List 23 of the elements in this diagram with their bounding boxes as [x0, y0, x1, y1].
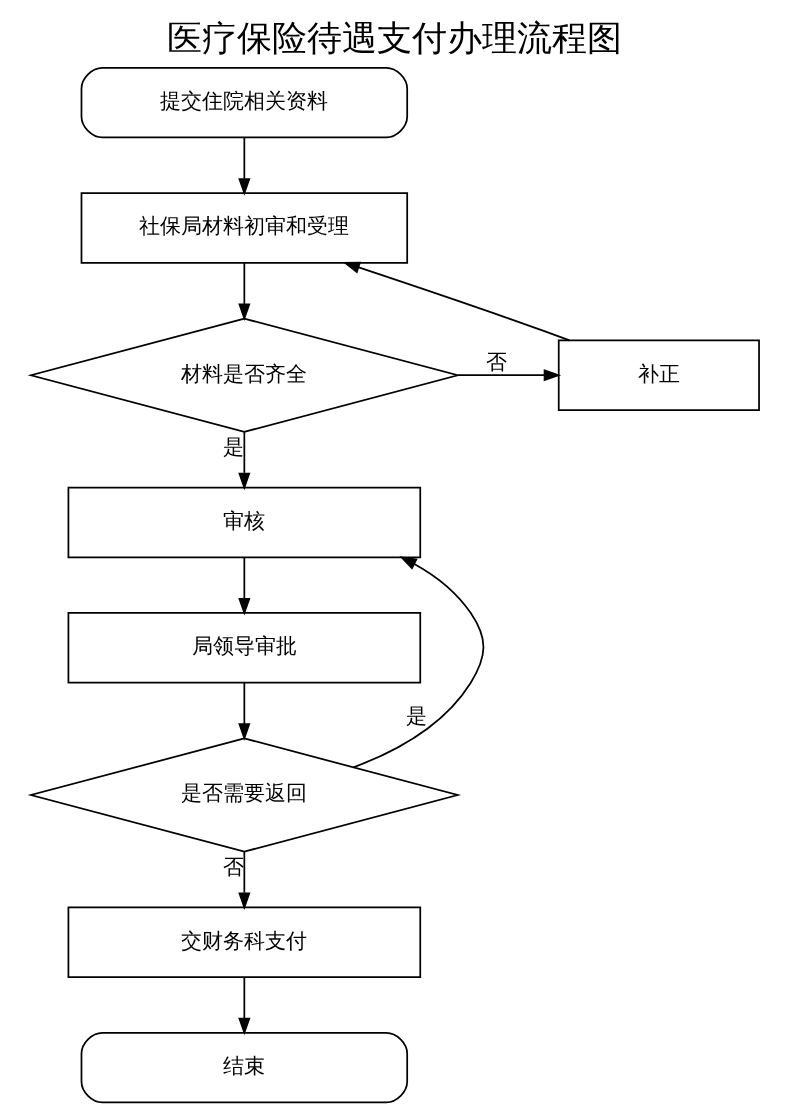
arrow	[238, 556, 251, 616]
edge-label: 是	[222, 434, 244, 459]
edge-label: 是	[405, 703, 427, 728]
arrow	[238, 431, 251, 491]
node-box: 交财务科支付	[67, 906, 422, 978]
arrow	[457, 369, 562, 382]
arrow	[238, 851, 251, 910]
node-box: 提交住院相关资料	[80, 66, 409, 139]
arrow	[352, 556, 485, 769]
edge-label: 否	[222, 854, 244, 879]
arrow	[238, 976, 251, 1036]
arrow	[238, 262, 251, 322]
node-box: 审核	[67, 486, 422, 559]
node-diamond: 是否需要返回	[27, 737, 462, 853]
node-box: 社保局材料初审和受理	[80, 192, 409, 264]
node-box: 补正	[557, 339, 760, 411]
node-box: 局领导审批	[67, 612, 422, 684]
arrow	[238, 136, 251, 196]
arrow	[342, 261, 571, 342]
diagram-title: 医疗保险待遇支付办理流程图	[167, 18, 623, 59]
edge-label: 否	[486, 350, 508, 375]
arrow	[238, 682, 251, 741]
node-box: 结束	[80, 1031, 409, 1104]
